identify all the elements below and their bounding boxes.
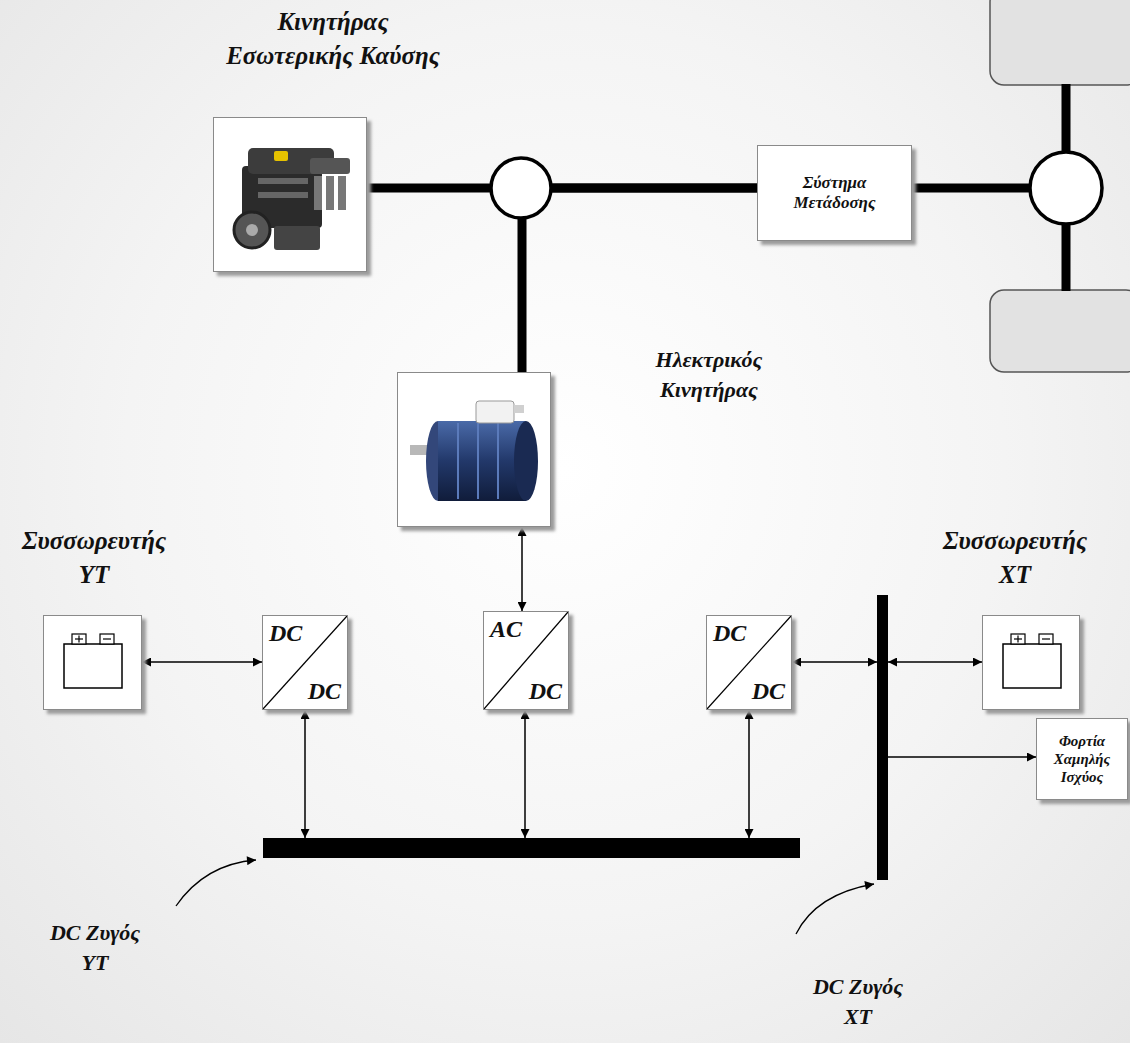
converter-label: DC	[529, 679, 562, 703]
converter-label: AC	[490, 617, 522, 641]
node-label: Σύστημα Μετάδοσης	[792, 173, 878, 214]
battery-box: Συσσωρευτής ΧΤ	[982, 615, 1080, 710]
engine-box: Κινητήρας Εσωτερικής Καύσης	[213, 117, 367, 272]
power-flow-arrow	[792, 661, 877, 663]
wheel	[990, 0, 1130, 85]
node-label: Κινητήρας Εσωτερικής Καύσης	[225, 5, 442, 73]
mechanical-link	[522, 188, 757, 372]
node-label: Συσσωρευτής ΥΤ	[20, 524, 168, 592]
dc-bus-bar: DC Ζυγός ΧΤ	[877, 595, 888, 880]
torque-coupler	[491, 158, 551, 218]
converter-label: DC	[713, 621, 746, 645]
node-label: Φορτία Χαμηλής Ισχύος	[1052, 732, 1112, 786]
converter-box: DC DC	[262, 615, 348, 710]
power-flow-arrow	[888, 756, 1036, 758]
power-flow-arrow	[748, 710, 750, 838]
leader-line	[796, 884, 874, 934]
engine-picture	[214, 118, 366, 271]
power-flow-arrow	[888, 661, 982, 663]
motor-picture	[398, 373, 550, 526]
power-flow-arrow	[521, 527, 523, 611]
node-label: Ηλεκτρικός Κινητήρας	[654, 345, 764, 404]
drive-shaft	[912, 184, 1032, 193]
wheel	[990, 290, 1130, 372]
power-flow-arrow	[524, 710, 526, 838]
transmission-box: Σύστημα Μετάδοσης	[757, 145, 912, 241]
power-flow-arrow	[304, 710, 306, 838]
converter-label: DC	[308, 679, 341, 703]
differential	[1030, 152, 1102, 224]
node-label: DC Ζυγός ΧΤ	[811, 972, 905, 1031]
converter-label: DC	[269, 621, 302, 645]
dc-bus-bar: DC Ζυγός ΥΤ	[263, 838, 800, 858]
power-flow-arrow	[142, 661, 262, 663]
batt-picture	[983, 616, 1079, 709]
motor-box: Ηλεκτρικός Κινητήρας	[397, 372, 551, 527]
battery-box: Συσσωρευτής ΥΤ	[43, 615, 142, 710]
converter-box: AC DC	[483, 611, 569, 710]
batt-picture	[44, 616, 141, 709]
converter-box: DC DC	[706, 615, 792, 710]
converter-label: DC	[752, 679, 785, 703]
leader-line	[176, 860, 256, 906]
node-label: DC Ζυγός ΥΤ	[48, 918, 142, 977]
node-label: Συσσωρευτής ΧΤ	[941, 524, 1089, 592]
load-box: Φορτία Χαμηλής Ισχύος	[1036, 718, 1128, 800]
